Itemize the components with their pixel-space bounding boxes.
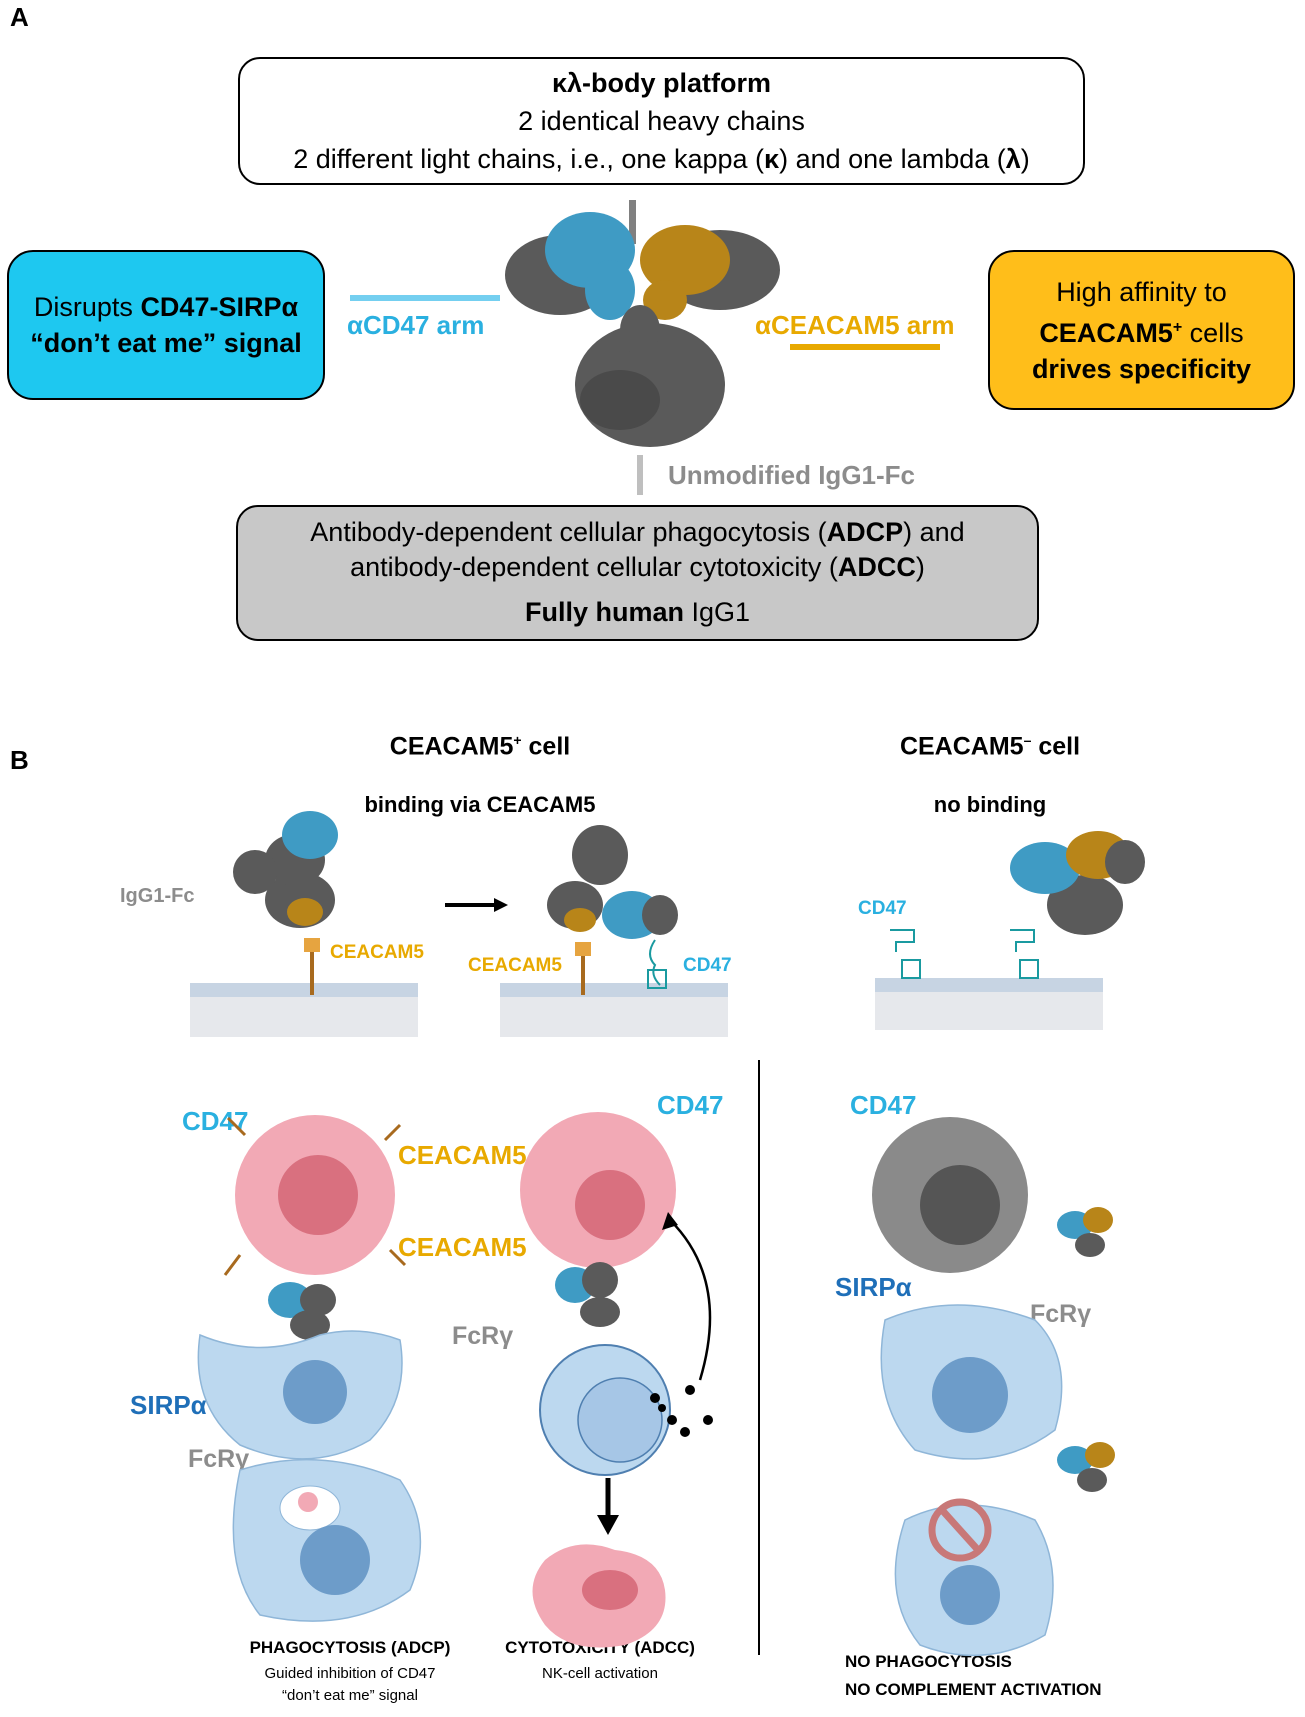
platform-line2: 2 identical heavy chains bbox=[518, 106, 805, 136]
platform-line3: 2 different light chains, i.e., one kapp… bbox=[293, 144, 1030, 174]
fcry-label-1: FcRγ bbox=[452, 1322, 514, 1350]
panel-b-letter: B bbox=[10, 745, 29, 775]
ceacam5-neg-cell bbox=[872, 1117, 1028, 1273]
no-entry-icon bbox=[928, 1498, 992, 1562]
antibody-bound-ceacam5 bbox=[233, 811, 338, 995]
ceacam5-arm-line bbox=[790, 344, 940, 350]
alpha-cd47-arm-label: αCD47 arm bbox=[347, 310, 485, 340]
macrophage-engaging bbox=[197, 1330, 403, 1460]
antibody-unbound bbox=[1010, 831, 1145, 935]
platform-connector bbox=[629, 200, 636, 244]
tumor-cell-adcp bbox=[223, 1115, 407, 1276]
cd47-label-5: CD47 bbox=[850, 1090, 917, 1120]
platform-title: κλ-body platform bbox=[551, 68, 772, 98]
ceacam5-label-2: CEACAM5 bbox=[468, 955, 562, 976]
neg-title1: NO PHAGOCYTOSIS bbox=[845, 1652, 1012, 1671]
ceacam5-neg-subtitle: no binding bbox=[933, 792, 1047, 817]
tumor-cell-adcc bbox=[520, 1112, 676, 1268]
effector-box: Antibody-dependent cellular phagocytosis… bbox=[236, 505, 1039, 641]
lysed-tumor-cell bbox=[532, 1544, 666, 1648]
platform-box: κλ-body platform 2 identical heavy chain… bbox=[238, 57, 1085, 185]
membrane-2 bbox=[500, 983, 728, 1037]
adcp-title: PHAGOCYTOSIS (ADCP) bbox=[249, 1638, 451, 1657]
kappa-lambda-antibody bbox=[505, 212, 780, 447]
cd47-label-4: CD47 bbox=[657, 1090, 724, 1120]
cd47-arm-line bbox=[350, 295, 500, 301]
ceacam5-label-4: CEACAM5 bbox=[398, 1232, 527, 1262]
panel-a-letter: A bbox=[10, 2, 29, 32]
fc-label: Unmodified IgG1-Fc bbox=[668, 460, 915, 490]
cd47-label-3: CD47 bbox=[182, 1106, 249, 1136]
nk-cell-label: NK-cell bbox=[578, 1405, 641, 1425]
fc-connector bbox=[637, 455, 643, 495]
binding-arrow bbox=[445, 898, 508, 912]
ceacam5-neg-title: CEACAM5– cell bbox=[899, 732, 1081, 761]
membrane-1 bbox=[190, 983, 418, 1037]
ceacam5-label-3: CEACAM5 bbox=[398, 1140, 527, 1170]
adcc-sub: NK-cell activation bbox=[542, 1665, 658, 1682]
cd47-function-box: Disrupts CD47-SIRPα “don’t eat me” signa… bbox=[7, 250, 325, 400]
antibody-adcc bbox=[555, 1262, 620, 1327]
antibody-dual-bound bbox=[547, 825, 678, 995]
neg-title2: NO COMPLEMENT ACTIVATION bbox=[845, 1680, 1102, 1699]
membrane-3 bbox=[875, 978, 1103, 1030]
adcc-title: CYTOTOXICITY (ADCC) bbox=[505, 1638, 695, 1657]
ceacam5-pos-subtitle: binding via CEACAM5 bbox=[364, 792, 596, 817]
cytotoxic-arrow bbox=[669, 1219, 712, 1381]
alpha-ceacam5-arm-label: αCEACAM5 arm bbox=[755, 310, 955, 340]
ceacam5-label-1: CEACAM5 bbox=[330, 942, 424, 963]
cd47-receptor-neg bbox=[890, 929, 1039, 979]
fcry-label-2: FcRγ bbox=[188, 1445, 250, 1473]
cd47-label-2: CD47 bbox=[858, 898, 907, 919]
granules bbox=[650, 1385, 713, 1437]
ceacam5-function-box: High affinity to CEACAM5+ cells drives s… bbox=[988, 250, 1295, 410]
adcp-sub1: Guided inhibition of CD47 bbox=[264, 1665, 436, 1682]
antibody-neg-2 bbox=[1057, 1442, 1115, 1492]
macrophage-phagocytosing bbox=[232, 1458, 422, 1622]
igg1-fc-label: IgG1-Fc bbox=[120, 885, 195, 907]
panel-a-graphics bbox=[350, 200, 940, 495]
adcp-sub2: “don’t eat me” signal bbox=[282, 1687, 418, 1704]
cd47-label-1: CD47 bbox=[683, 955, 732, 976]
killing-arrow bbox=[597, 1478, 619, 1535]
sirpa-label-1: SIRPα bbox=[130, 1390, 207, 1420]
ceacam5-pos-title: CEACAM5+ cell bbox=[389, 732, 571, 761]
fcry-label-3: FcRγ bbox=[1030, 1300, 1092, 1328]
antibody-neg-1 bbox=[1057, 1207, 1113, 1257]
sirpa-label-2: SIRPα bbox=[835, 1272, 912, 1302]
antibody-adcp bbox=[268, 1282, 336, 1340]
macrophage-no-phagocytosis bbox=[894, 1504, 1054, 1657]
